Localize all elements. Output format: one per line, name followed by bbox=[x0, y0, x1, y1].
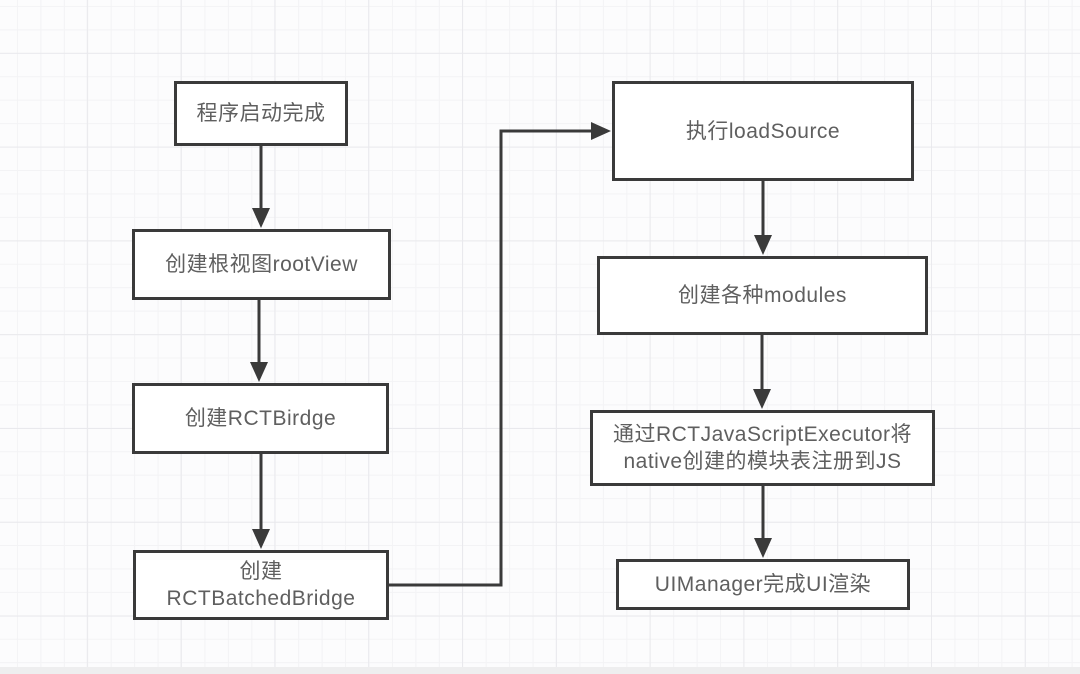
arrowhead-modules-to-js-executor bbox=[753, 389, 771, 409]
arrowhead-rct-bridge-to-batched-bridge bbox=[252, 529, 270, 549]
node-root-view-label: 创建根视图rootView bbox=[165, 253, 358, 276]
node-rct-bridge-label: 创建RCTBirdge bbox=[184, 407, 337, 430]
node-ui-manager-label: UIManager完成UI渲染 bbox=[654, 573, 872, 596]
arrowhead-root-view-to-rct-bridge bbox=[250, 362, 268, 382]
node-batched-bridge-label: 创建 RCTBatchedBridge bbox=[166, 560, 356, 610]
node-modules: 创建各种modules bbox=[597, 256, 928, 335]
arrowhead-batched-bridge-to-load-source bbox=[591, 122, 611, 140]
arrowhead-js-executor-to-ui-manager bbox=[754, 538, 772, 558]
bottom-edge-bar bbox=[0, 667, 1080, 674]
node-js-executor-label: 通过RCTJavaScriptExecutor将 native创建的模块表注册到… bbox=[612, 423, 913, 473]
node-js-executor: 通过RCTJavaScriptExecutor将 native创建的模块表注册到… bbox=[590, 410, 935, 486]
node-rct-bridge: 创建RCTBirdge bbox=[132, 383, 389, 454]
node-root-view: 创建根视图rootView bbox=[132, 229, 391, 300]
node-modules-label: 创建各种modules bbox=[678, 284, 847, 307]
edge-batched-bridge-to-load-source bbox=[389, 129, 594, 587]
node-load-source: 执行loadSource bbox=[612, 81, 914, 181]
node-batched-bridge: 创建 RCTBatchedBridge bbox=[133, 550, 389, 620]
arrowhead-load-source-to-modules bbox=[754, 235, 772, 255]
node-load-source-label: 执行loadSource bbox=[685, 119, 841, 143]
arrowhead-app-launch-to-root-view bbox=[252, 208, 270, 228]
node-ui-manager: UIManager完成UI渲染 bbox=[616, 559, 910, 610]
node-app-launch-label: 程序启动完成 bbox=[196, 102, 326, 125]
node-app-launch: 程序启动完成 bbox=[174, 81, 348, 146]
